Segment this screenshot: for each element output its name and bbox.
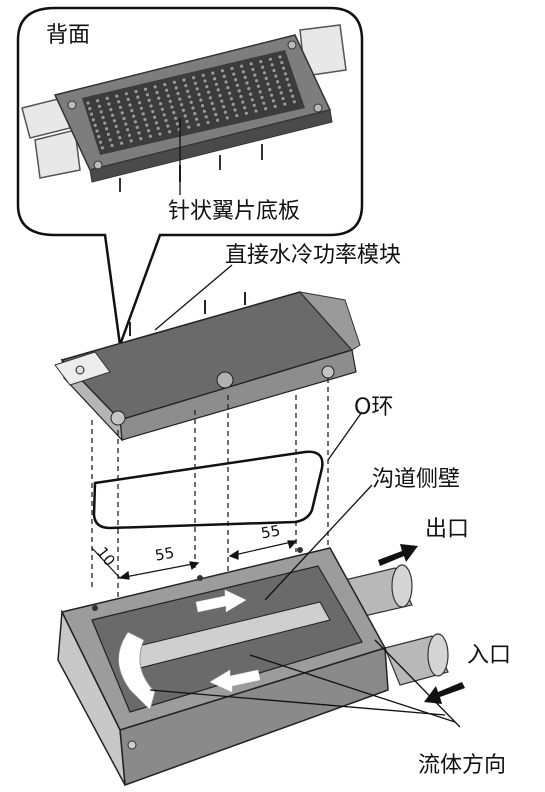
label-o-ring: O环 (354, 395, 393, 420)
dimension-55-right: 55 (260, 521, 282, 542)
pin-fin-baseplate-image (21, 24, 347, 192)
label-outlet: 出口 (425, 517, 469, 542)
label-pin-fin-baseplate: 针状翼片底板 (168, 199, 300, 224)
dimension-10: 10 (93, 544, 119, 570)
outlet-arrow (378, 544, 418, 566)
dimension-55-left: 55 (154, 544, 176, 565)
o-ring-image (92, 450, 324, 530)
leader-lines (149, 118, 461, 728)
label-back-side: 背面 (46, 23, 90, 48)
inlet-arrow (424, 682, 465, 704)
label-fluid-direction: 流体方向 (418, 753, 506, 778)
label-channel-sidewall: 沟道侧壁 (372, 467, 460, 492)
label-inlet: 入口 (467, 643, 511, 668)
inlet-pipe (384, 633, 449, 686)
dimension-lines (91, 540, 298, 580)
alignment-guides (91, 378, 329, 632)
flow-arrow-u-turn (118, 631, 156, 711)
flow-arrows (118, 589, 261, 711)
flow-arrow-right (195, 589, 247, 613)
power-module-image (54, 291, 361, 442)
cold-plate-image (57, 547, 449, 787)
label-direct-cooled-module: 直接水冷功率模块 (225, 243, 401, 268)
pin-fin-array (86, 55, 296, 150)
flow-arrow-left (209, 669, 261, 693)
